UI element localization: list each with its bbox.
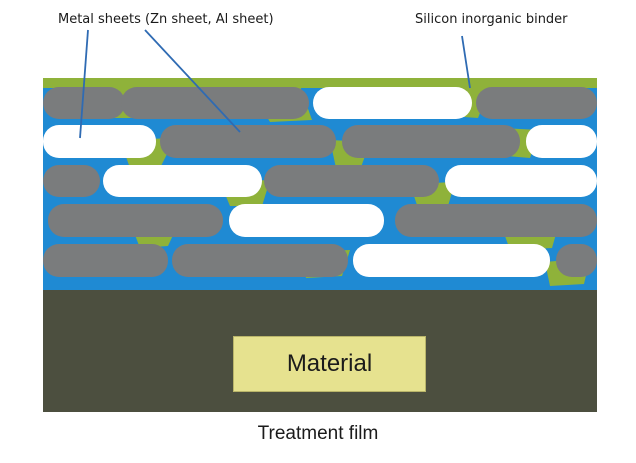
gray-metal-sheet (556, 244, 597, 277)
gray-metal-sheet (43, 165, 100, 197)
gray-metal-sheet (264, 165, 439, 197)
diagram-caption: Treatment film (257, 423, 379, 444)
gray-metal-sheet (172, 244, 348, 277)
white-metal-sheet (526, 125, 597, 158)
binder-top-strip (43, 78, 597, 88)
leader-line-metal-white (79, 29, 89, 139)
material-label-box: Material (233, 336, 426, 392)
white-metal-sheet (353, 244, 550, 277)
sheet-row-3 (43, 165, 597, 197)
sheet-row-5 (43, 244, 597, 277)
leader-line-metal-gray (144, 29, 241, 133)
sheet-row-2 (43, 125, 597, 158)
material-label: Material (286, 350, 373, 377)
gray-metal-sheet (160, 125, 336, 158)
white-metal-sheet (445, 165, 597, 197)
white-metal-sheet (229, 204, 384, 237)
gray-metal-sheet (43, 87, 125, 119)
sheet-row-4 (48, 204, 597, 237)
gray-metal-sheet (395, 204, 597, 237)
gray-metal-sheet (48, 204, 223, 237)
sheet-row-1 (43, 87, 597, 119)
metal-sheets-label: Metal sheets (Zn sheet, Al sheet) (58, 12, 274, 27)
gray-metal-sheet (43, 244, 168, 277)
binder-label: Silicon inorganic binder (415, 12, 568, 27)
white-metal-sheet (43, 125, 156, 158)
gray-metal-sheet (121, 87, 309, 119)
gray-metal-sheet (342, 125, 520, 158)
white-metal-sheet (313, 87, 472, 119)
leader-line-binder (461, 35, 471, 89)
gray-metal-sheet (476, 87, 597, 119)
leader-lines (79, 29, 471, 139)
white-metal-sheet (103, 165, 262, 197)
